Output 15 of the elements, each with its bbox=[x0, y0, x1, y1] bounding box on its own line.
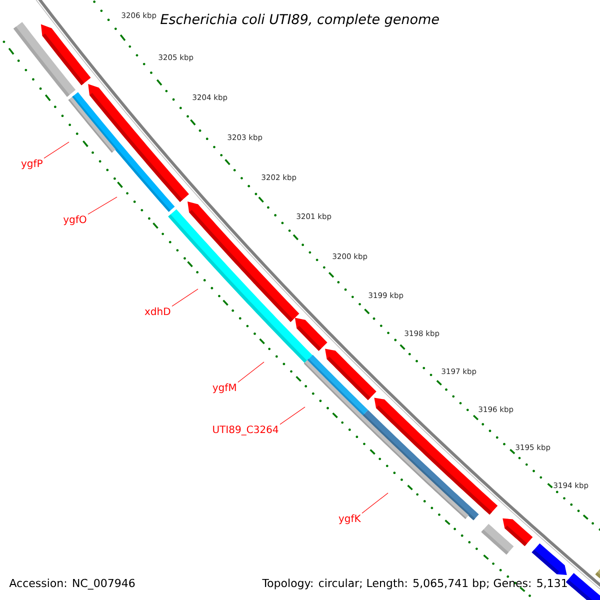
footer-text: Accession: NC_007946 bbox=[9, 578, 135, 590]
leader-line bbox=[362, 492, 388, 514]
footer-text: Topology: circular; Length: 5,065,741 bp; Genes: 5,131 bbox=[262, 578, 567, 590]
leader-line bbox=[172, 288, 198, 306]
leader-line bbox=[280, 406, 306, 425]
gene-label: ygfP bbox=[21, 159, 42, 170]
leader-line bbox=[44, 142, 70, 159]
title: Escherichia coli UTI89, complete genome bbox=[160, 14, 439, 27]
gene-label: ygfK bbox=[338, 514, 362, 524]
gene-label: UTI89_C3264 bbox=[213, 426, 278, 436]
gene-label: ygfO bbox=[63, 215, 86, 226]
leader-line bbox=[88, 196, 118, 214]
leader-line bbox=[238, 362, 264, 382]
gene-label: ygfM bbox=[212, 383, 236, 394]
gene-label: xdhD bbox=[144, 307, 170, 316]
